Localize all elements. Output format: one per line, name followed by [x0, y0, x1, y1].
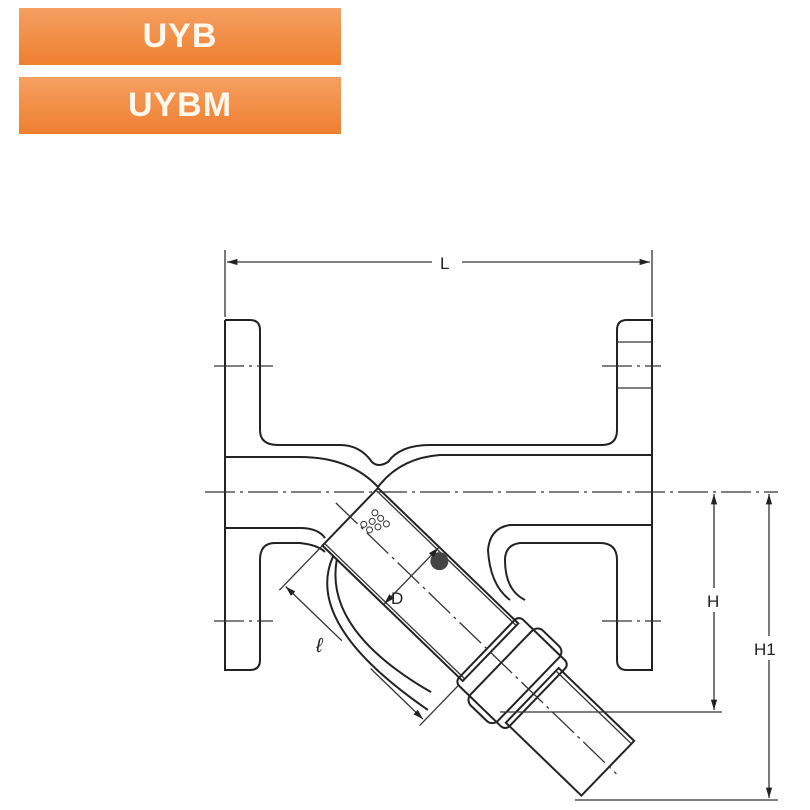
dimension-h1: H1 [575, 494, 778, 801]
label-h1: H1 [754, 640, 776, 659]
dimension-l: L [224, 250, 653, 317]
strainer-screen [278, 486, 636, 798]
label-l: L [440, 254, 449, 273]
strainer-body [205, 319, 778, 671]
model-badge-uyb: UYB [19, 8, 341, 65]
dimension-h: H [500, 494, 722, 713]
label-l-screen: ℓ [315, 635, 324, 657]
label-h: H [707, 592, 719, 611]
label-d: D [391, 589, 403, 608]
screen-perforation-icon [360, 509, 390, 534]
model-badge-uybm: UYBM [19, 77, 341, 134]
